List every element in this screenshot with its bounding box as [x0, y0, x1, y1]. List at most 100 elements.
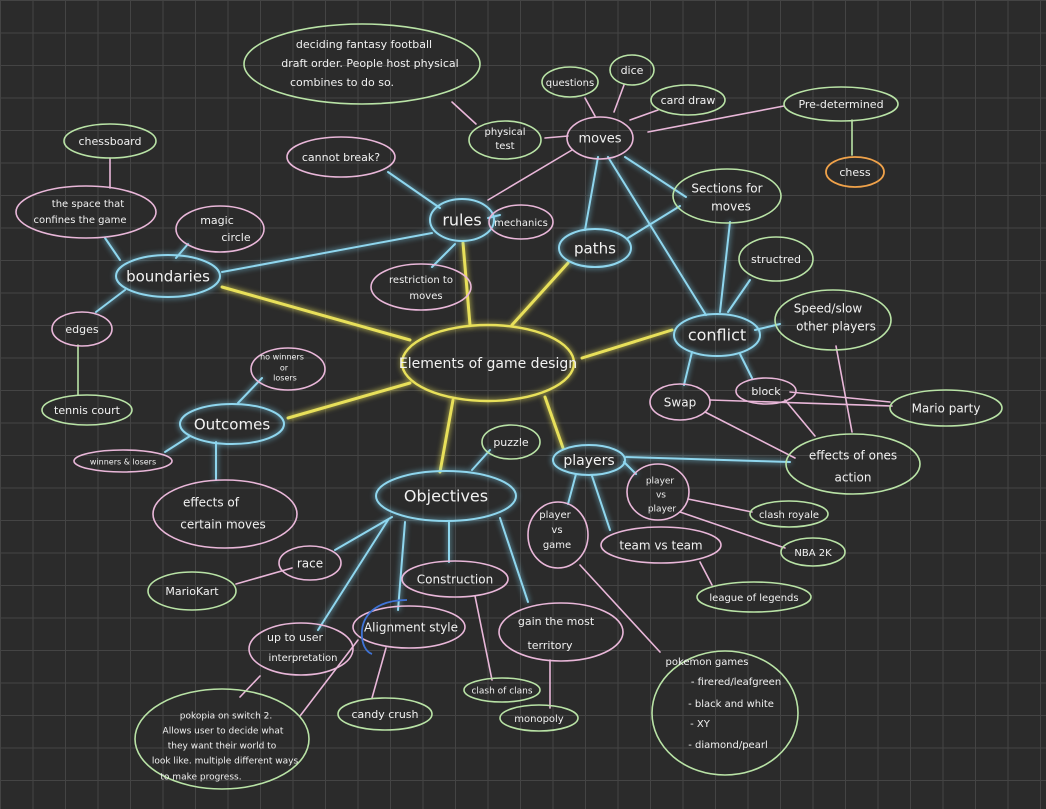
connector-center-paths	[510, 261, 570, 327]
connector-moves-physical	[544, 135, 569, 139]
connector-moves-sections	[624, 156, 687, 198]
node-chessboard-label: chessboard	[78, 135, 141, 148]
node-alignment-label: Alignment style	[364, 621, 458, 635]
connector-center-objectives	[438, 398, 455, 474]
connector-center-outcomes	[286, 381, 412, 420]
connector-rules-moves	[487, 149, 573, 201]
green-links	[77, 119, 853, 396]
connector-moves-conflict	[607, 156, 707, 316]
node-center: Elements of game design	[399, 323, 577, 403]
node-pokopia-line5: to make progress.	[160, 773, 241, 783]
node-dice-label: dice	[621, 64, 644, 77]
connector-objectives-race	[334, 516, 393, 551]
connector-center-conflict	[580, 328, 674, 360]
node-pokemon-line5: - diamond/pearl	[688, 740, 767, 751]
node-mechanics: mechanics	[488, 204, 554, 240]
node-mario-party-label: Mario party	[912, 402, 981, 416]
node-effects-moves: effects of certain moves	[152, 479, 298, 549]
node-nba-label: NBA 2K	[794, 548, 832, 559]
connector-paths-sections	[627, 205, 681, 239]
node-fantasy: deciding fantasy football draft order. P…	[243, 23, 481, 105]
node-objectives: Objectives	[375, 470, 517, 522]
node-center-label: Elements of game design	[399, 356, 577, 372]
node-candy-label: candy crush	[352, 708, 419, 721]
connector-speed-effects	[835, 345, 853, 433]
connector-boundaries-edges	[95, 289, 126, 313]
node-questions: questions	[541, 66, 599, 98]
node-no-winners: no winners or losers	[250, 347, 326, 391]
node-winners-label: winners & losers	[90, 458, 156, 467]
connector-boundaries-space	[104, 237, 121, 261]
node-territory: gain the most territory	[498, 602, 624, 662]
connector-team-league	[699, 561, 713, 586]
node-effects-action-line2: action	[835, 471, 872, 485]
node-interp-line1: up to user	[267, 631, 323, 644]
connector-moves-paths	[584, 156, 599, 231]
connector-objectives-alignment	[397, 521, 406, 611]
node-pvg: player vs game	[527, 501, 589, 569]
node-conflict-label: conflict	[688, 326, 746, 345]
node-pokopia-line2: Allows user to decide what	[163, 727, 284, 737]
connector-center-rules	[461, 241, 472, 327]
connector-pvg-pokemon	[579, 564, 661, 653]
connector-conflict-swap	[683, 351, 693, 386]
node-rules-label: rules	[442, 211, 481, 230]
node-questions-label: questions	[546, 78, 594, 89]
node-tennis-label: tennis court	[54, 404, 121, 417]
node-space-line2: confines the game	[33, 215, 126, 226]
node-candy: candy crush	[337, 697, 433, 731]
connector-moves-carddraw	[629, 109, 659, 121]
connector-swap-mario	[709, 399, 893, 407]
connector-moves-questions	[584, 97, 596, 117]
node-chess: chess	[825, 156, 885, 188]
connector-boundaries-rules	[221, 232, 433, 273]
node-monopoly: monopoly	[499, 704, 579, 732]
node-objectives-label: Objectives	[404, 487, 488, 506]
node-construction: Construction	[401, 560, 509, 598]
yellow-spokes	[220, 241, 674, 474]
node-mario-kart-label: MarioKart	[165, 585, 219, 598]
connector-objectives-puzzle	[471, 449, 491, 471]
node-fantasy-line3: combines to do so.	[290, 76, 394, 89]
node-race-label: race	[297, 557, 323, 571]
node-chessboard: chessboard	[63, 123, 157, 159]
node-restriction-line1: restriction to	[389, 275, 453, 286]
connector-swap-effects	[704, 411, 796, 459]
node-team-label: team vs team	[619, 539, 702, 553]
node-sections-line2: moves	[711, 200, 751, 214]
node-speed: Speed/slow other players	[774, 289, 892, 351]
node-restriction-line2: moves	[409, 291, 442, 302]
connector-outcomes-winners	[164, 435, 191, 453]
connector-pvp-nba	[679, 511, 786, 549]
node-effects-moves-line1: effects of	[183, 496, 240, 510]
node-pokopia-line3: they want their world to	[168, 742, 277, 752]
connector-players-effects	[625, 456, 791, 463]
node-pvg-line3: game	[543, 540, 571, 551]
node-clash-royale: clash royale	[749, 500, 829, 528]
connector-center-boundaries	[220, 285, 412, 342]
node-predetermined-label: Pre-determined	[798, 98, 883, 111]
connector-players-team	[591, 475, 611, 531]
node-dice: dice	[609, 54, 655, 86]
node-players-label: players	[563, 453, 614, 469]
node-clash-royale-label: clash royale	[759, 510, 819, 521]
node-swap-label: Swap	[664, 396, 696, 410]
node-effects-action-line1: effects of ones	[809, 449, 897, 463]
connector-pvp-clash	[687, 498, 753, 513]
node-edges-label: edges	[65, 323, 99, 336]
node-space: the space that confines the game	[15, 185, 157, 239]
node-interp-line2: interpretation	[269, 653, 338, 664]
node-pvp-line2: vs	[656, 491, 666, 501]
node-edges: edges	[51, 311, 113, 347]
node-restriction: restriction to moves	[370, 263, 472, 311]
connector-players-pvp	[623, 461, 637, 475]
node-winners: winners & losers	[73, 449, 173, 473]
node-mario-kart: MarioKart	[147, 571, 237, 611]
connector-interp-pokopia	[239, 675, 261, 698]
node-carddraw: card draw	[650, 84, 726, 116]
blue-ink-stroke	[360, 599, 408, 655]
node-conflict: conflict	[673, 313, 761, 357]
node-pvg-line1: player	[539, 510, 571, 521]
node-moves-label: moves	[578, 132, 621, 147]
